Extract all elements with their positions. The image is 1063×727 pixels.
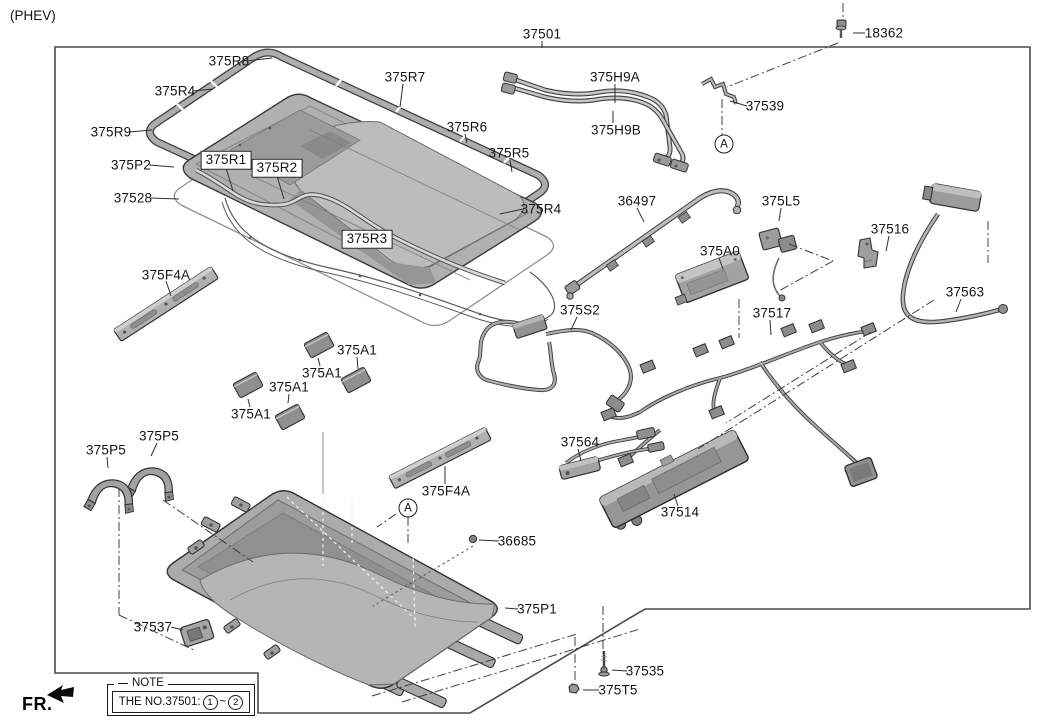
note-dash xyxy=(118,682,128,684)
part-handle-375P5-b xyxy=(83,479,135,514)
part-harness-37563 xyxy=(900,183,1008,325)
circled-number-1: 1 xyxy=(202,694,218,710)
part-cable-37564 xyxy=(558,427,665,480)
part-bolt-37535 xyxy=(598,651,610,677)
part-rail-375F4A-upper xyxy=(113,266,219,342)
part-bracket-37539 xyxy=(701,76,738,105)
part-connector-37537 xyxy=(179,619,215,647)
part-bolt-18362 xyxy=(835,19,847,38)
part-cable-375S2 xyxy=(475,314,633,413)
note-tilde: ~ xyxy=(219,696,227,708)
part-nut-375T5 xyxy=(568,683,580,694)
part-sensor-375L5 xyxy=(758,227,798,302)
note-box: NOTE THE NO.37501: 1 ~ 2 xyxy=(107,677,255,716)
leader-lines xyxy=(106,32,962,691)
part-top-cover-375P2 xyxy=(182,93,556,327)
note-text: THE NO.37501: xyxy=(118,696,201,708)
fr-arrow-icon xyxy=(47,685,74,703)
part-rail-375F4A-lower xyxy=(388,427,492,489)
part-harness-37517 xyxy=(600,319,878,487)
part-pipe-36497 xyxy=(564,188,742,300)
part-bolt-36685 xyxy=(468,534,478,544)
construction-lines xyxy=(118,3,989,703)
note-content: THE NO.37501: 1 ~ 2 xyxy=(112,691,250,713)
note-title-text: NOTE xyxy=(132,677,164,689)
fr-indicator: FR. xyxy=(22,694,53,714)
part-pads-375A1 xyxy=(232,331,372,431)
note-title: NOTE xyxy=(114,677,168,689)
diagram-border xyxy=(54,46,1031,714)
part-module-37514 xyxy=(599,430,749,530)
variant-label: (PHEV) xyxy=(10,8,56,23)
part-lower-tray-375P1 xyxy=(166,490,524,709)
part-controller-375A0 xyxy=(674,251,749,306)
circled-number-2: 2 xyxy=(228,694,244,710)
part-pipes-375H9 xyxy=(500,71,689,173)
part-bracket-37516 xyxy=(857,237,879,269)
